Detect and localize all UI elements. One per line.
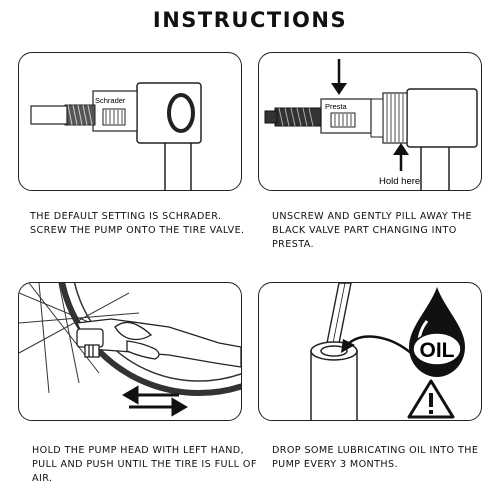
valve-stem	[30, 105, 68, 125]
push-pull-arrows-icon	[122, 385, 188, 417]
schrader-valve-illustration: Schrader	[30, 82, 202, 190]
schrader-label: Schrader	[95, 96, 126, 105]
curved-arrow-icon	[341, 335, 412, 354]
thread-ring	[370, 98, 384, 138]
pump-head	[406, 88, 478, 148]
panel-pumping	[18, 282, 242, 421]
arrow-down-icon	[331, 59, 347, 95]
oil-label: OIL	[420, 339, 455, 362]
panel-oil: OIL	[258, 282, 482, 421]
page-title: INSTRUCTIONS	[152, 8, 348, 32]
pumping-illustration	[19, 283, 241, 417]
panel-schrader: Schrader	[18, 52, 242, 191]
panel-presta: Presta Hold here	[258, 52, 482, 191]
caption-schrader: THE DEFAULT SETTING IS SCHRADER. SCREW T…	[30, 211, 245, 236]
wheel-illustration	[19, 283, 241, 396]
presta-valve-illustration: Presta Hold here	[264, 59, 478, 190]
oil-illustration: OIL	[310, 283, 465, 420]
caption-presta: UNSCREW AND GENTLY PILL AWAY THE BLACK V…	[272, 211, 472, 250]
hand-with-pump	[76, 318, 241, 368]
presta-label: Presta	[325, 102, 348, 111]
pump-tube	[420, 144, 450, 190]
pump-barrel	[310, 341, 358, 420]
pump-head-hole	[167, 93, 195, 133]
valve-tip	[264, 110, 278, 124]
caption-pumping: HOLD THE PUMP HEAD WITH LEFT HAND, PULL …	[32, 445, 257, 484]
pump-tube	[164, 140, 192, 190]
warning-icon	[407, 379, 455, 419]
arrow-up-icon	[393, 143, 409, 171]
hold-here-label: Hold here	[379, 176, 420, 187]
oil-label-badge	[412, 332, 462, 366]
caption-oil: DROP SOME LUBRICATING OIL INTO THE PUMP …	[272, 445, 479, 470]
